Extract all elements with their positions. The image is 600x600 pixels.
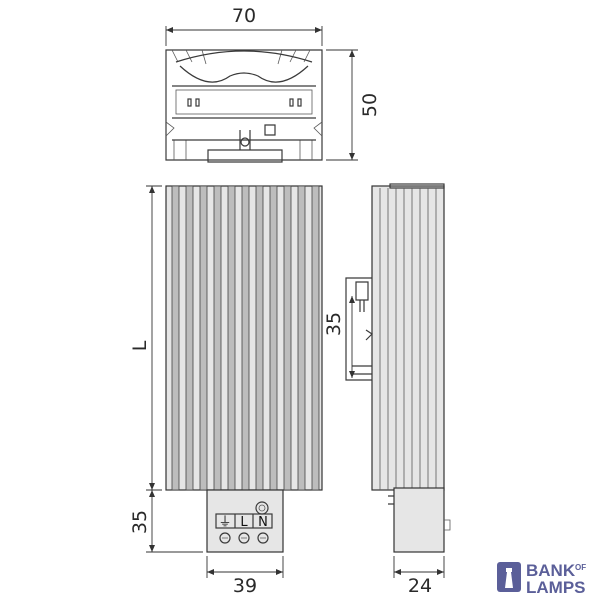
- top-view: [165, 49, 323, 163]
- terminal-block: ⏚ L N: [206, 489, 284, 553]
- front-view: ⏚ L N: [165, 185, 323, 553]
- dimension-terminal-width: 39: [206, 556, 284, 597]
- dimension-label-24: 24: [408, 575, 432, 597]
- side-view: [345, 183, 451, 553]
- dimension-side-width: 24: [393, 556, 445, 597]
- dimension-rail-spacing: 35: [323, 296, 355, 378]
- logo-of: OF: [575, 563, 586, 572]
- dimension-label-70: 70: [232, 5, 256, 27]
- terminal-neutral-label: N: [258, 515, 268, 530]
- terminal-line-label: L: [240, 515, 248, 530]
- dimension-label-50: 50: [359, 93, 381, 117]
- terminal-earth-label: ⏚: [218, 515, 231, 530]
- bank-of-lamps-logo: BANK OF LAMPS: [497, 561, 586, 597]
- logo-line1: BANK: [526, 561, 576, 580]
- dimension-length: L: [129, 185, 162, 491]
- dimension-top-height: 50: [326, 49, 381, 161]
- dimension-label-39: 39: [233, 575, 257, 597]
- dimension-top-width: 70: [165, 5, 323, 46]
- dimension-label-length: L: [129, 340, 151, 351]
- dimension-label-rail-35: 35: [323, 312, 345, 336]
- dimension-terminal-height: 35: [129, 490, 203, 553]
- dimension-label-terminal-35: 35: [129, 510, 151, 534]
- logo-line2: LAMPS: [526, 578, 586, 597]
